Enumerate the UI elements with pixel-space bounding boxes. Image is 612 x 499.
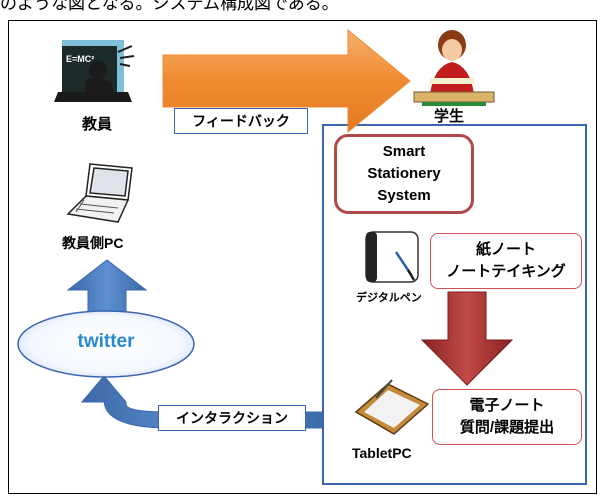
twitter-to-pc-arrow — [66, 259, 148, 313]
feedback-arrow — [162, 28, 411, 134]
teacher-pc-label: 教員側PC — [62, 235, 124, 251]
paper-note-box: 紙ノート ノートテイキング — [430, 233, 582, 289]
header-text: のような図となる。システム構成図である。 — [0, 0, 339, 14]
diagram-frame — [8, 20, 597, 494]
system-title-line-2: Stationery — [367, 165, 441, 182]
digital-note-line-1: 電子ノート — [469, 397, 545, 414]
tablet-label: TabletPC — [352, 445, 412, 461]
feedback-tag: フィードバック — [174, 108, 308, 134]
system-title-line-3: System — [377, 187, 431, 204]
digital-pen-label: デジタルペン — [356, 292, 422, 304]
smart-stationery-box: Smart Stationery System — [334, 134, 474, 214]
digital-note-box: 電子ノート 質問/課題提出 — [432, 389, 582, 445]
digital-note-line-2: 質問/課題提出 — [459, 419, 555, 436]
flow-down-arrow — [420, 291, 514, 386]
system-title-line-1: Smart — [382, 143, 426, 160]
student-label: 学生 — [434, 108, 465, 125]
tablet-icon — [354, 379, 430, 435]
student-icon — [413, 30, 495, 106]
interaction-tag: インタラクション — [158, 405, 306, 431]
formula-text: E=MC² — [66, 54, 95, 64]
digital-pen-icon — [365, 231, 419, 283]
twitter-ellipse — [17, 310, 195, 378]
paper-note-line-2: ノートテイキング — [446, 263, 566, 280]
paper-note-line-1: 紙ノート — [475, 241, 536, 258]
teacher-label: 教員 — [82, 116, 113, 133]
teacher-icon — [54, 40, 135, 102]
twitter-logo-text: twitter — [77, 331, 135, 352]
laptop-icon — [66, 163, 133, 223]
